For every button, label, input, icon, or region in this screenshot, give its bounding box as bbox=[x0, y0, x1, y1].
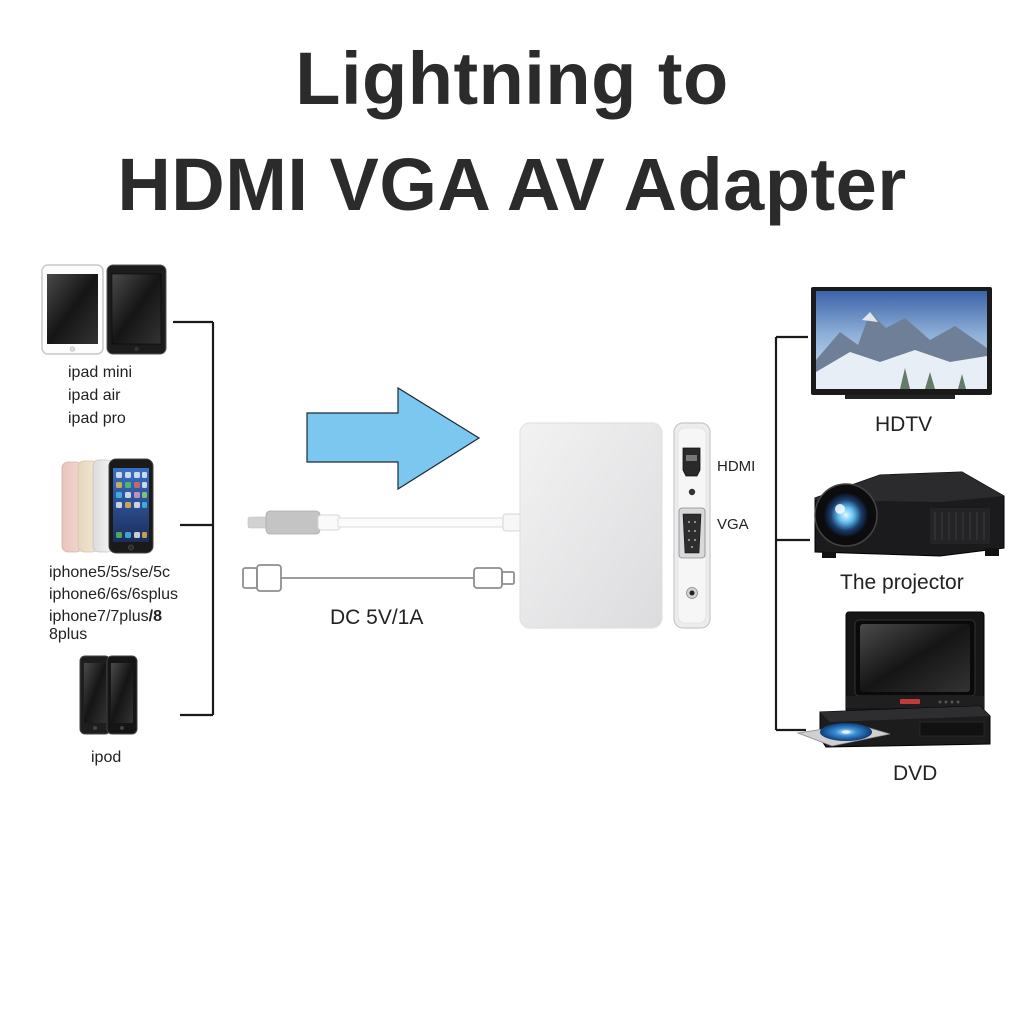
right-bracket-lines bbox=[774, 335, 810, 732]
hdmi-port-icon bbox=[682, 447, 701, 477]
projector-label: The projector bbox=[840, 571, 964, 594]
adapter-body-icon bbox=[519, 422, 711, 629]
vga-port-label: VGA bbox=[717, 516, 749, 533]
iphone-line-1: iphone5/5s/se/5c bbox=[49, 564, 170, 581]
ipod-label: ipod bbox=[91, 749, 122, 766]
vga-port-icon bbox=[678, 507, 706, 559]
ipad-white-icon bbox=[41, 264, 104, 355]
hdtv-icon bbox=[811, 287, 992, 399]
title-line-2: HDMI VGA AV Adapter bbox=[117, 143, 907, 226]
dc-port-icon bbox=[686, 587, 698, 599]
ipad-models-label: ipad mini ipad air ipad pro bbox=[68, 361, 132, 430]
ipad-black-icon bbox=[106, 264, 167, 355]
status-led-icon bbox=[688, 488, 696, 496]
left-bracket-lines bbox=[173, 320, 215, 717]
dvd-label: DVD bbox=[893, 762, 938, 785]
iphone-line-3-text: iphone7/7plus bbox=[49, 608, 149, 625]
ipad-mini-label: ipad mini bbox=[68, 364, 133, 381]
direction-arrow-icon bbox=[306, 386, 481, 491]
projector-icon bbox=[814, 471, 1005, 558]
dvd-player-icon bbox=[796, 611, 991, 748]
ipod-icon bbox=[79, 655, 138, 735]
ipad-pro-label: ipad pro bbox=[68, 410, 126, 427]
hdtv-label: HDTV bbox=[875, 413, 933, 436]
lightning-cable-icon bbox=[247, 510, 522, 535]
ipad-air-label: ipad air bbox=[68, 387, 121, 404]
iphone-line-3-bold: /8 bbox=[148, 608, 162, 625]
title-line-1: Lightning to bbox=[295, 37, 729, 120]
iphone-line-2: iphone6/6s/6splus bbox=[49, 586, 178, 603]
iphone-line-4: 8plus bbox=[49, 626, 88, 643]
iphone-group-icon bbox=[61, 458, 154, 554]
hdmi-port-label: HDMI bbox=[717, 458, 756, 475]
iphone-line-3: iphone7/7plus/8 bbox=[49, 606, 178, 628]
dc-power-label: DC 5V/1A bbox=[330, 606, 424, 629]
iphone-models-label: iphone5/5s/se/5c iphone6/6s/6splus iphon… bbox=[49, 562, 178, 646]
dc-cable-icon bbox=[242, 564, 515, 592]
